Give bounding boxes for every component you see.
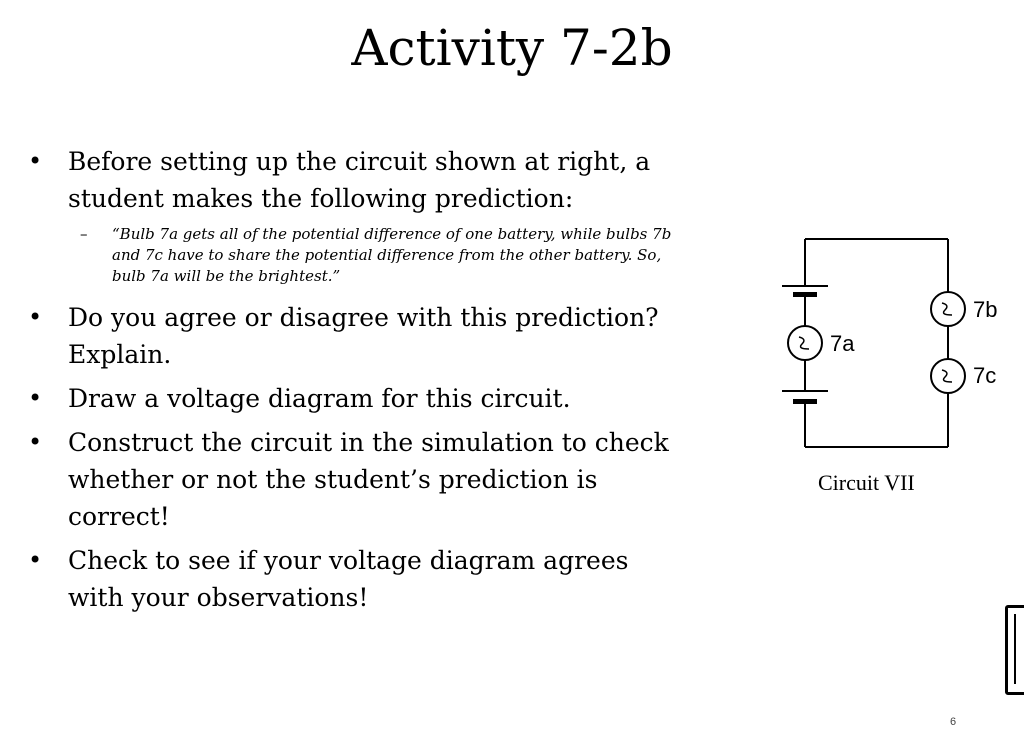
bulb-7c [930, 358, 966, 394]
bulb-7a [787, 325, 823, 361]
circuit-caption: Circuit VII [818, 470, 915, 495]
bullet-item: • Do you agree or disagree with this pre… [28, 299, 688, 373]
filament-icon [941, 302, 953, 316]
corner-widget[interactable] [1005, 605, 1024, 695]
bulb-label-7a: 7a [830, 331, 855, 356]
bullet-text: Draw a voltage diagram for this circuit. [68, 384, 571, 413]
bullet-text: Check to see if your voltage diagram agr… [68, 546, 629, 612]
filament-icon [941, 369, 953, 383]
sub-bullet-item: – “Bulb 7a gets all of the potential dif… [28, 224, 682, 287]
bullet-dot: • [28, 147, 43, 175]
bullet-text: Construct the circuit in the simulation … [68, 428, 669, 531]
bullet-text: Before setting up the circuit shown at r… [68, 147, 651, 213]
bullet-dot: • [28, 546, 43, 574]
circuit-diagram: 7a 7b 7c Circuit VII [782, 238, 997, 495]
bullet-item: • Check to see if your voltage diagram a… [28, 542, 688, 616]
bullet-list: • Before setting up the circuit shown at… [28, 143, 688, 623]
bullet-dot: • [28, 428, 43, 456]
circuit-wires [804, 238, 949, 448]
sub-bullet-dash: – [80, 225, 88, 243]
bullet-dot: • [28, 303, 43, 331]
slide-title: Activity 7-2b [351, 19, 673, 77]
bullet-item: • Construct the circuit in the simulatio… [28, 424, 688, 535]
bulb-7b [930, 291, 966, 327]
bullet-item: • Before setting up the circuit shown at… [28, 143, 688, 217]
corner-widget-inner [1014, 614, 1024, 684]
battery-top [782, 285, 828, 297]
page-number: 6 [950, 716, 957, 728]
bullet-item: • Draw a voltage diagram for this circui… [28, 380, 688, 417]
filament-icon [798, 336, 810, 350]
bullet-dot: • [28, 384, 43, 412]
bulb-label-7b: 7b [973, 297, 997, 322]
bulb-label-7c: 7c [973, 363, 996, 388]
battery-bottom [782, 390, 828, 404]
bullet-text: Do you agree or disagree with this predi… [68, 303, 659, 369]
prediction-quote: “Bulb 7a gets all of the potential diffe… [112, 225, 672, 285]
